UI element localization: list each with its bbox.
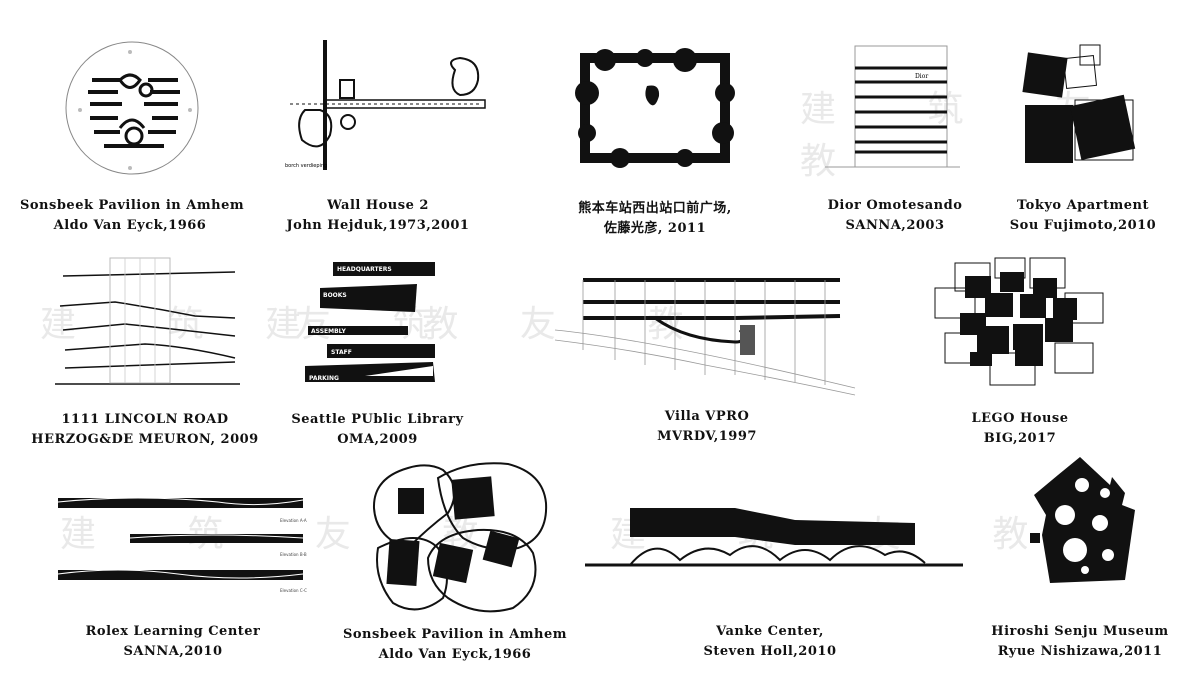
- project-credit: HERZOG&DE MEURON, 2009: [31, 432, 259, 447]
- stacked-houses-diagram-icon: [1022, 44, 1136, 163]
- dior-elevation-icon: Dior: [825, 45, 960, 168]
- blob-plan-icon: [372, 462, 548, 613]
- project-title: Hiroshi Senju Museum: [991, 624, 1169, 639]
- project-credit: SANNA,2003: [845, 218, 945, 233]
- project-credit: OMA,2009: [337, 432, 418, 447]
- library-program-diagram-icon: HEADQUARTERS BOOKS ASSEMBLY STAFF PARKIN…: [305, 262, 435, 382]
- project-title: 1111 LINCOLN ROAD: [61, 412, 229, 427]
- project-title: Sonsbeek Pavilion in Amhem: [342, 627, 568, 642]
- project-credit: SANNA,2010: [123, 644, 223, 659]
- project-title: 熊本车站西出站口前广场,: [578, 201, 732, 216]
- project-credit: John Hejduk,1973,2001: [286, 218, 470, 233]
- elevation-label-b: Elevation B-B: [280, 552, 307, 557]
- elevation-label-c: Elevation C-C: [280, 588, 307, 593]
- project-title: Villa VPRO: [664, 409, 750, 424]
- project-title: Seattle PUblic Library: [291, 412, 464, 427]
- project-title: Rolex Learning Center: [85, 624, 261, 639]
- project-credit: 佐藤光彦, 2011: [603, 221, 707, 236]
- library-label-staff: STAFF: [331, 349, 352, 356]
- project-title: Sonsbeek Pavilion in Amhem: [20, 198, 245, 213]
- library-label-parking: PARKING: [309, 375, 339, 382]
- project-title: Wall House 2: [327, 198, 429, 213]
- project-credit: Sou Fujimoto,2010: [1009, 218, 1157, 233]
- project-title: Tokyo Apartment: [1016, 198, 1150, 213]
- villa-vpro-section-icon: [554, 278, 856, 396]
- project-credit: BIG,2017: [983, 431, 1057, 446]
- watermark-3: 建 筑 友 教: [265, 304, 724, 345]
- lego-house-blocks-icon: [934, 257, 1104, 386]
- dior-sign: Dior: [915, 73, 928, 80]
- library-label-headquarters: HEADQUARTERS: [337, 266, 392, 273]
- project-credit: Aldo Van Eyck,1966: [378, 647, 532, 662]
- wall-house-plan-icon: borch verdieping: [285, 40, 486, 170]
- wall-house-label: borch verdieping: [285, 163, 327, 169]
- vanke-elevation-icon: [585, 508, 963, 567]
- project-credit: MVRDV,1997: [657, 429, 757, 444]
- project-title: Vanke Center,: [716, 624, 824, 639]
- project-title: Dior Omotesando: [827, 198, 963, 213]
- library-label-books: BOOKS: [323, 292, 347, 299]
- project-credit: Aldo Van Eyck,1966: [53, 218, 207, 233]
- senju-museum-plan-icon: [1030, 457, 1135, 583]
- elevation-label-a: Elevation A-A: [280, 518, 307, 523]
- project-credit: Steven Holl,2010: [703, 644, 837, 659]
- rolex-elevations-icon: Elevation A-A Elevation B-B Elevation C-…: [57, 497, 307, 593]
- kumamoto-plaza-plan-icon: [575, 48, 735, 168]
- project-credit: Ryue Nishizawa,2011: [997, 644, 1163, 659]
- parking-section-icon: [55, 257, 240, 385]
- project-title: LEGO House: [971, 411, 1069, 426]
- library-label-assembly: ASSEMBLY: [311, 328, 347, 335]
- circular-pavilion-plan-icon: [65, 41, 199, 175]
